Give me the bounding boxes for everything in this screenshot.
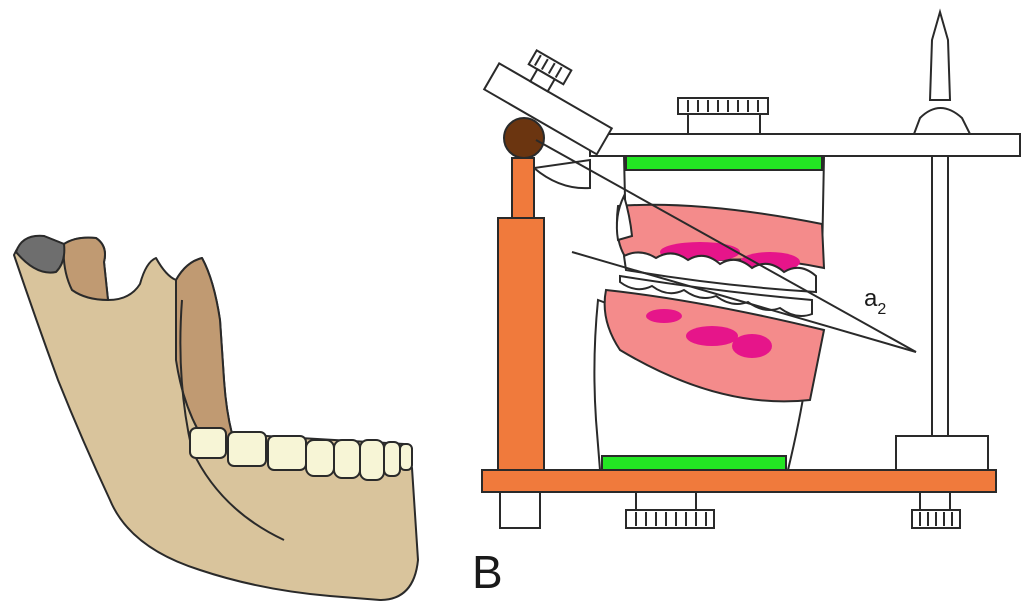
upper-mounting-plate xyxy=(626,156,822,170)
condylar-ball-icon xyxy=(504,118,544,158)
upper-bow xyxy=(590,134,1020,156)
upper-thumbscrew-icon xyxy=(678,98,768,134)
lower-thumbscrew-icon xyxy=(626,492,714,528)
base-foot xyxy=(500,492,540,528)
base-plate xyxy=(482,470,996,492)
condylar-guide xyxy=(534,160,590,188)
tooth xyxy=(228,432,266,466)
vertical-column xyxy=(498,218,544,470)
tooth xyxy=(400,444,412,470)
incisal-table-screw-icon xyxy=(912,492,960,528)
tooth xyxy=(190,428,226,458)
tooth xyxy=(334,440,360,478)
tooth xyxy=(306,440,334,476)
incisal-pin-icon xyxy=(914,12,970,456)
mandible-illustration xyxy=(14,236,418,600)
articulator-diagram xyxy=(482,12,1020,528)
tooth xyxy=(360,440,384,480)
lower-mounting-plate xyxy=(602,456,786,470)
incisal-table xyxy=(896,436,988,470)
condylar-post xyxy=(512,158,534,220)
angle-label: a2 xyxy=(864,285,886,318)
tooth xyxy=(384,442,400,476)
panel-label-b: B xyxy=(472,546,503,598)
tooth xyxy=(268,436,306,470)
